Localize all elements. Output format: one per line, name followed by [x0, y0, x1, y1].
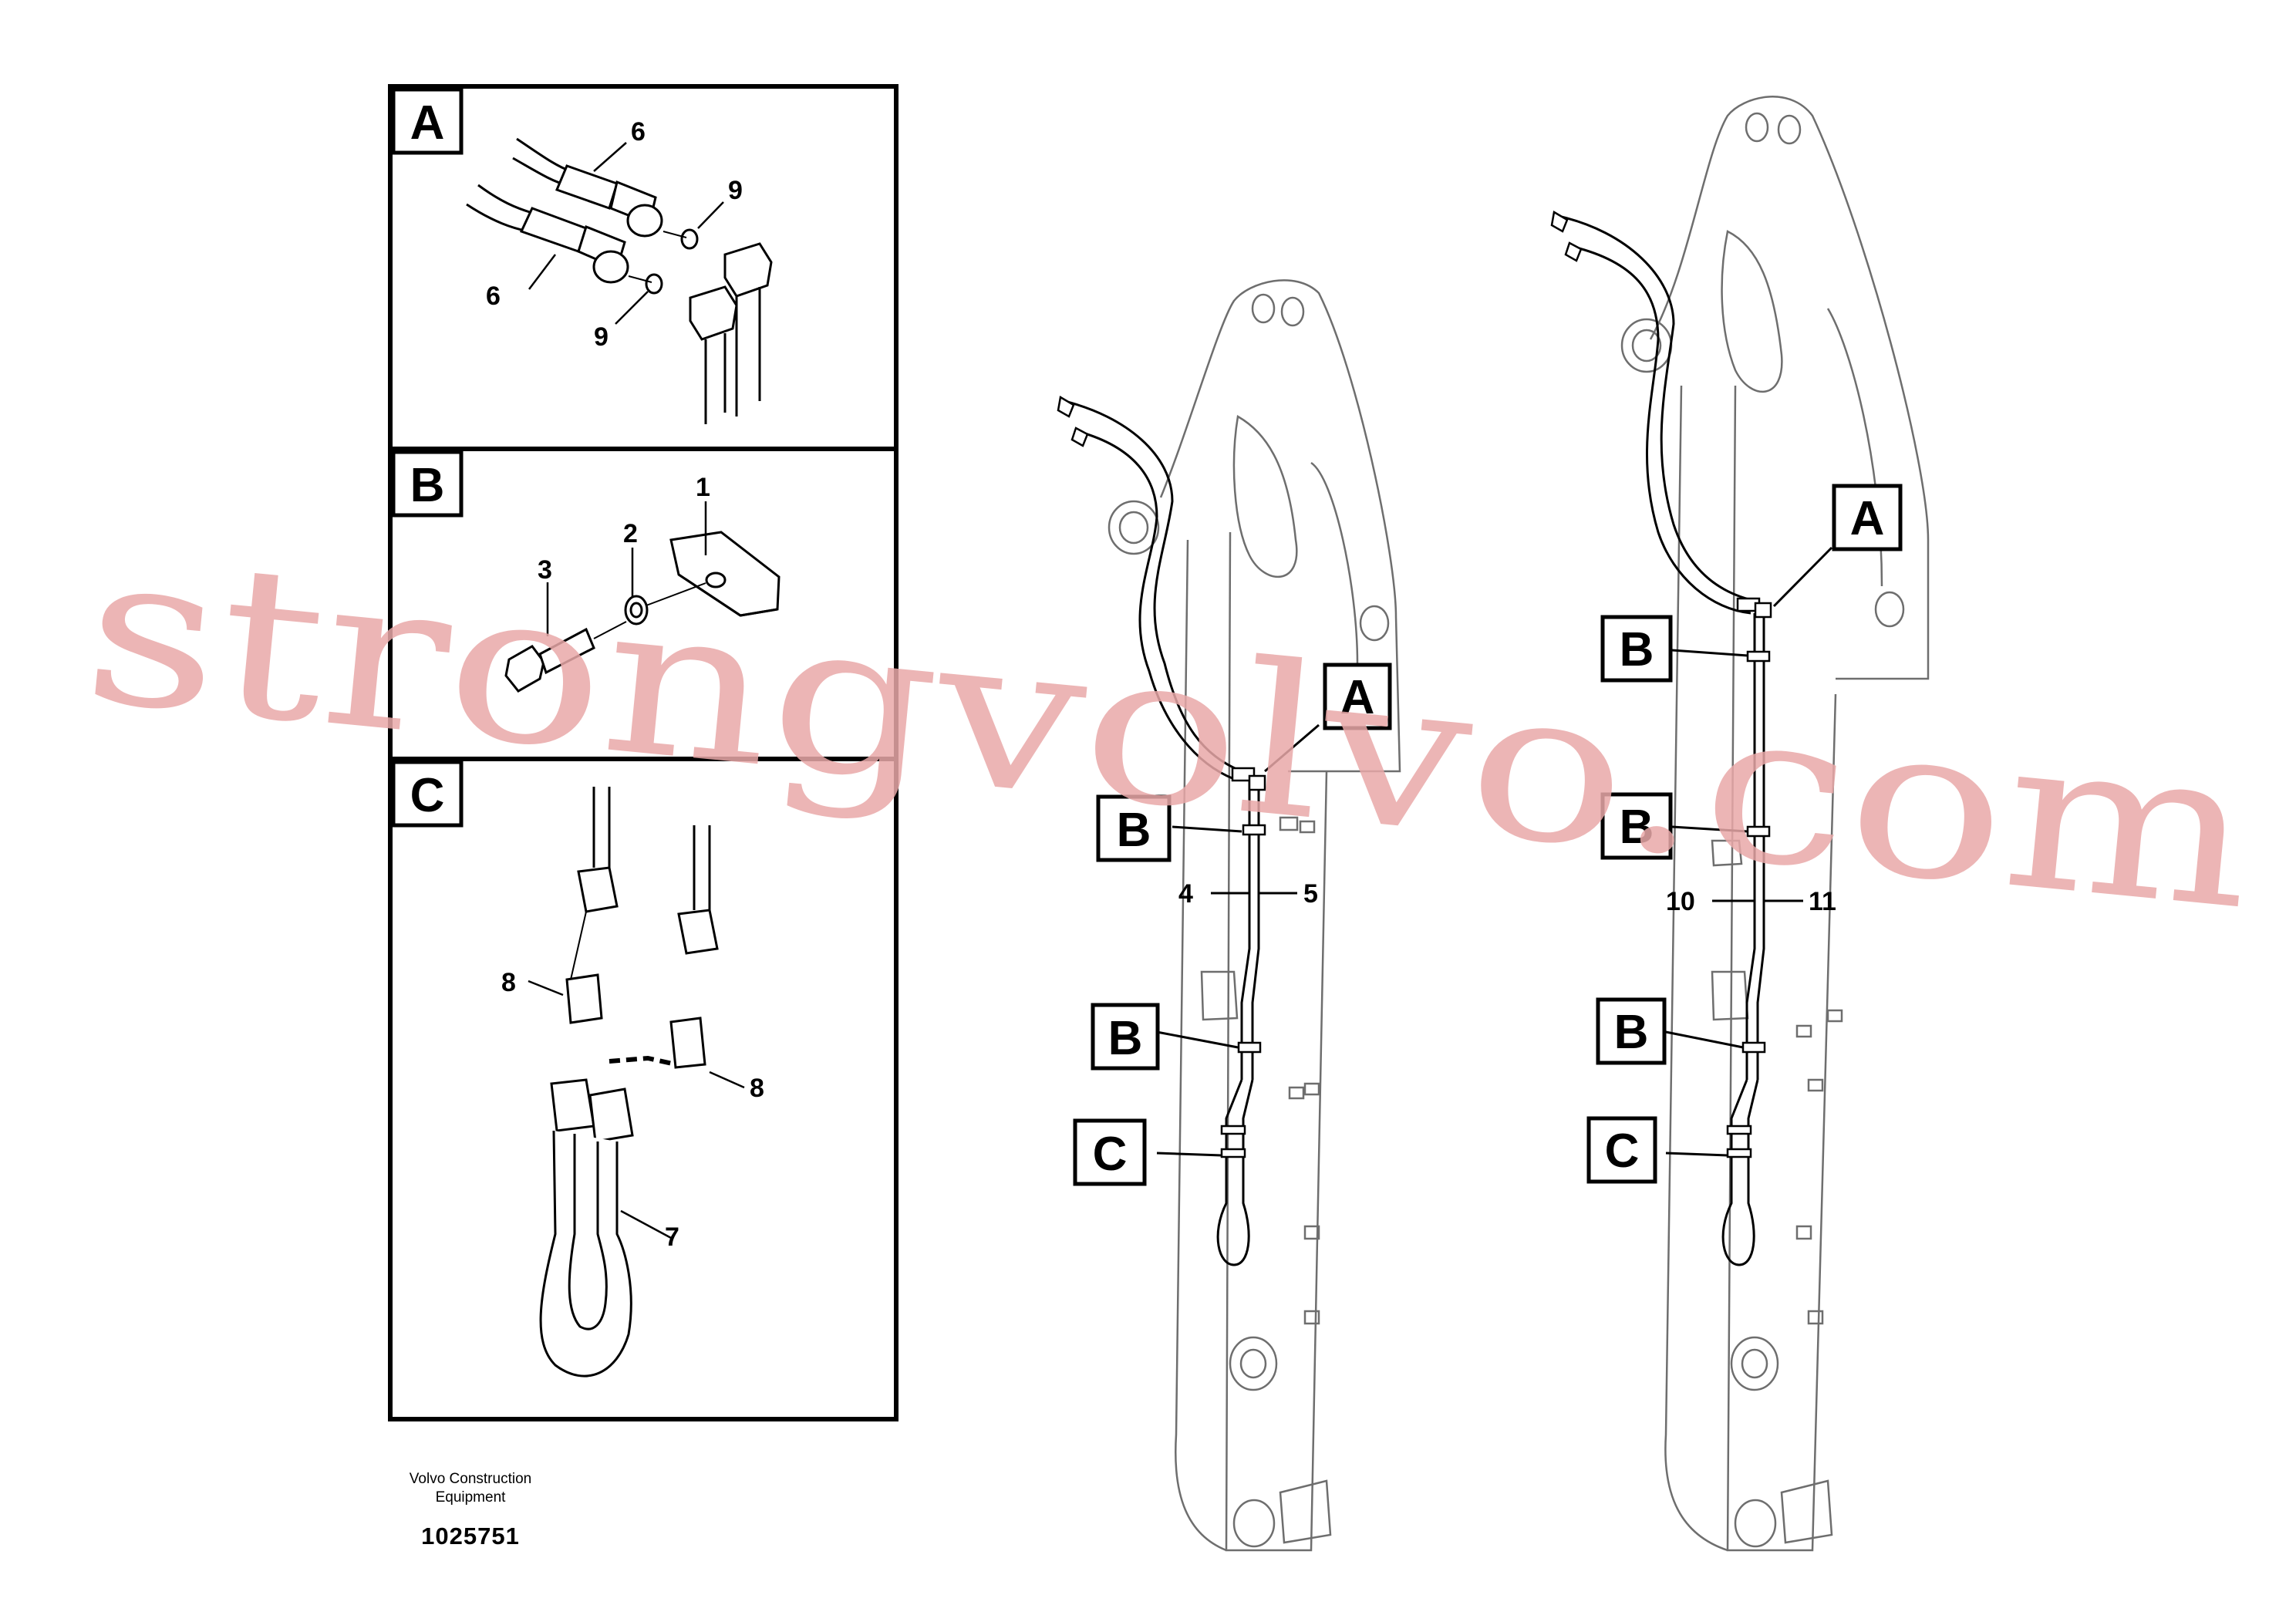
boom-right: A B B B C 10 11: [1550, 96, 1930, 1552]
callout-box: [1586, 484, 1903, 1184]
callout-letter: C: [1605, 1125, 1640, 1178]
boom-right-outline: [1620, 96, 1930, 1552]
hose-fittings-a: [466, 137, 773, 424]
callout-letter: C: [1093, 1128, 1128, 1181]
caption-line-2: Equipment: [435, 1489, 506, 1506]
panel-c-label: 8: [750, 1074, 764, 1103]
panel-c-label: 8: [501, 968, 516, 997]
panel-a-label: 6: [631, 117, 646, 147]
callout-letter: B: [1620, 623, 1654, 676]
detail-panel-c: C 8 8 7: [388, 757, 899, 1421]
drawing-number: 1025751: [421, 1523, 520, 1549]
panel-letter-b: B: [410, 459, 445, 512]
boom-left: A B B C 4 5: [1057, 279, 1401, 1552]
hose-label-5: 5: [1303, 879, 1318, 909]
hose-loop-assembly: [539, 787, 719, 1378]
panel-letter-c: C: [410, 769, 445, 822]
panel-letter-a: A: [410, 96, 445, 150]
clamp-bolt-assembly: [504, 531, 781, 693]
watermark-text: strongvolvo.com: [76, 506, 2264, 956]
panel-a-label: 9: [594, 322, 609, 352]
hose-label-4: 4: [1178, 879, 1193, 909]
boom-right-fittings: [1550, 211, 1772, 1158]
drawing-caption: Volvo Construction Equipment 1025751: [339, 1470, 602, 1550]
boom-left-hoses: [1064, 400, 1260, 1266]
hose-label-11: 11: [1809, 887, 1836, 916]
panel-a-label: 6: [486, 282, 501, 311]
callout-letter: B: [1614, 1006, 1649, 1059]
callout-box: [1073, 663, 1392, 1186]
hose-label-10: 10: [1666, 887, 1695, 916]
callout-letter: B: [1620, 801, 1654, 854]
boom-left-fittings: [1057, 396, 1266, 1158]
panel-c-label: 7: [665, 1222, 679, 1252]
boom-right-hoses: [1557, 214, 1765, 1266]
callout-letter: B: [1117, 804, 1151, 857]
callout-letter: A: [1850, 492, 1885, 545]
detail-panel-a: A: [388, 84, 899, 451]
callout-letter: A: [1340, 671, 1375, 724]
boom-left-outline: [1108, 279, 1401, 1552]
panel-b-label: 3: [538, 555, 552, 585]
panel-b-label: 1: [696, 473, 710, 502]
panel-a-label: 9: [728, 176, 743, 205]
panel-b-label: 2: [623, 519, 638, 548]
caption-line-1: Volvo Construction: [409, 1471, 532, 1487]
callout-letter: B: [1108, 1012, 1143, 1065]
